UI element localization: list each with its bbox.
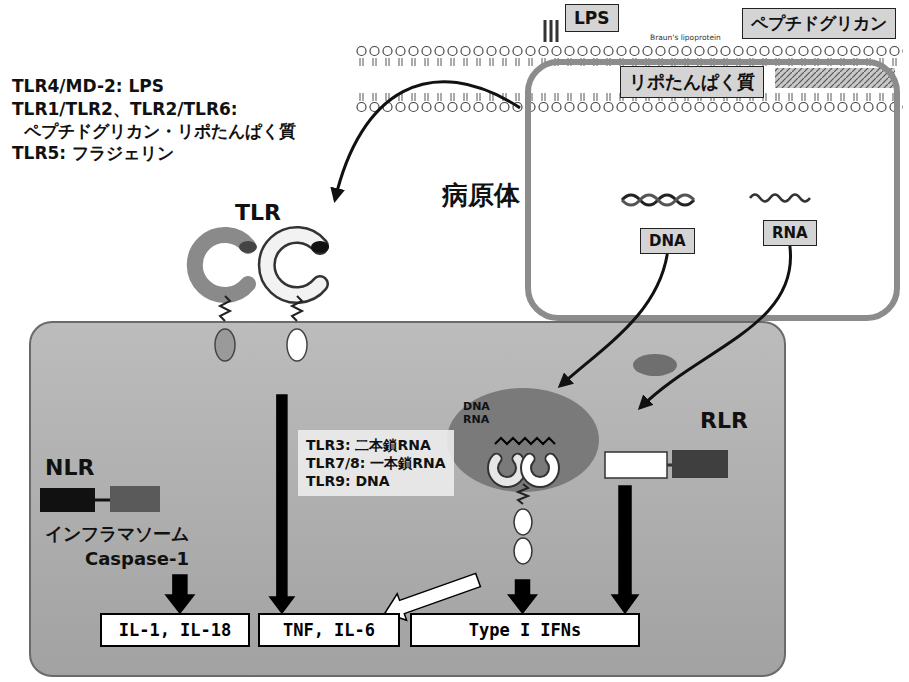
node-text: IL-1, IL-18 xyxy=(108,620,242,640)
receptor-stem xyxy=(518,484,528,504)
surface-tlr: TLR xyxy=(175,200,350,395)
peptidoglycan-layer xyxy=(775,68,895,88)
block-arrow xyxy=(270,395,294,613)
curved-arrow xyxy=(640,246,791,408)
block-arrow xyxy=(509,580,537,613)
tlr-receptor xyxy=(195,235,248,295)
receptor-tir xyxy=(287,329,307,361)
tlr-ligand-panel: TLR3: 二本鎖RNATLR7/8: 一本鎖RNATLR9: DNA xyxy=(298,430,454,496)
dna-box: DNA xyxy=(640,228,695,254)
block-arrow xyxy=(166,575,194,613)
receptor-tir xyxy=(514,538,532,564)
pathogen-outline xyxy=(528,62,897,318)
block-arrow xyxy=(612,486,638,613)
tlr-receptor xyxy=(267,235,320,295)
node-text: リポたんぱく質 xyxy=(629,70,755,94)
annotation-label: Braun's lipoprotein xyxy=(650,33,721,42)
tlr-receptor xyxy=(267,235,320,295)
node-text: TLR9: DNA xyxy=(306,472,446,490)
receptor-domain xyxy=(239,241,257,253)
annotation-label: TLR1/TLR2、TLR2/TLR6: xyxy=(12,98,238,121)
node-text: RNA xyxy=(463,413,489,426)
nlr-group: NLR インフラマソームCaspase-1 xyxy=(35,455,250,575)
endosomal-tlr xyxy=(526,459,554,482)
cytokine-box: Type I IFNs xyxy=(410,613,640,647)
peptidoglycan-hatch xyxy=(775,68,895,88)
lps-symbol xyxy=(545,20,557,42)
rlr-domain xyxy=(672,450,728,478)
endosome xyxy=(447,388,599,492)
node-text: NLR xyxy=(45,455,94,480)
pathogen: 病原体LPSペプチドグリカンリポたんぱく質DNARNA xyxy=(520,0,902,322)
node-text: Type I IFNs xyxy=(418,620,632,640)
rlr-domain xyxy=(605,452,667,478)
peptidoglycan-box: ペプチドグリカン xyxy=(742,8,896,39)
node-text: DNA xyxy=(649,232,686,250)
nlr-domain xyxy=(40,488,95,512)
node-text: LPS xyxy=(574,8,610,28)
receptor-tir xyxy=(215,329,235,361)
annotation-label: TLR4/MD-2: LPS xyxy=(12,76,164,96)
inner-membrane xyxy=(355,101,903,115)
cytokine-box: IL-1, IL-18 xyxy=(100,613,250,647)
node-text: Caspase-1 xyxy=(85,548,189,569)
rna-box: RNA xyxy=(763,220,817,246)
node-text: TLR7/8: 一本鎖RNA xyxy=(306,454,446,472)
outer-membrane xyxy=(355,44,903,58)
node-text: ペプチドグリカン xyxy=(751,12,887,35)
nlr-linker xyxy=(95,499,110,502)
node-text: RNA xyxy=(772,224,808,242)
nucleic-acid xyxy=(495,438,555,444)
receptor-domain xyxy=(311,241,329,253)
endosomal-tlr xyxy=(493,459,521,482)
node-text: インフラマソーム xyxy=(45,522,189,546)
annotation-label: TLR5: フラジェリン xyxy=(12,142,174,165)
receptor-stem xyxy=(220,296,230,321)
rlr-linker xyxy=(667,464,672,467)
endosome-group: DNARNA xyxy=(445,386,600,580)
receptor-tir xyxy=(514,509,532,535)
node-text: DNA xyxy=(463,400,490,413)
rlr-group: RLR xyxy=(600,408,760,486)
endosomal-tlr xyxy=(526,459,554,482)
nlr-domain xyxy=(110,486,160,512)
node-text: TNF, IL-6 xyxy=(266,620,392,640)
node-text: 病原体 xyxy=(442,178,520,213)
node-text: TLR3: 二本鎖RNA xyxy=(306,436,446,454)
endosomal-tlr xyxy=(493,459,521,482)
dna-helix xyxy=(622,195,694,205)
rna-strand xyxy=(750,195,810,202)
dna-helix xyxy=(622,195,694,205)
receptor-stem xyxy=(292,296,302,321)
organelle xyxy=(633,354,677,376)
lps-box: LPS xyxy=(565,4,619,32)
node-text: TLR xyxy=(235,200,281,225)
annotation-label: ペプチドグリカン・リポたんぱく質 xyxy=(24,120,296,143)
cytokine-box: TNF, IL-6 xyxy=(258,613,400,647)
host-cell xyxy=(30,322,785,676)
lipoprotein-box: リポたんぱく質 xyxy=(620,66,764,98)
node-text: RLR xyxy=(700,408,748,433)
curved-arrow xyxy=(560,254,667,386)
